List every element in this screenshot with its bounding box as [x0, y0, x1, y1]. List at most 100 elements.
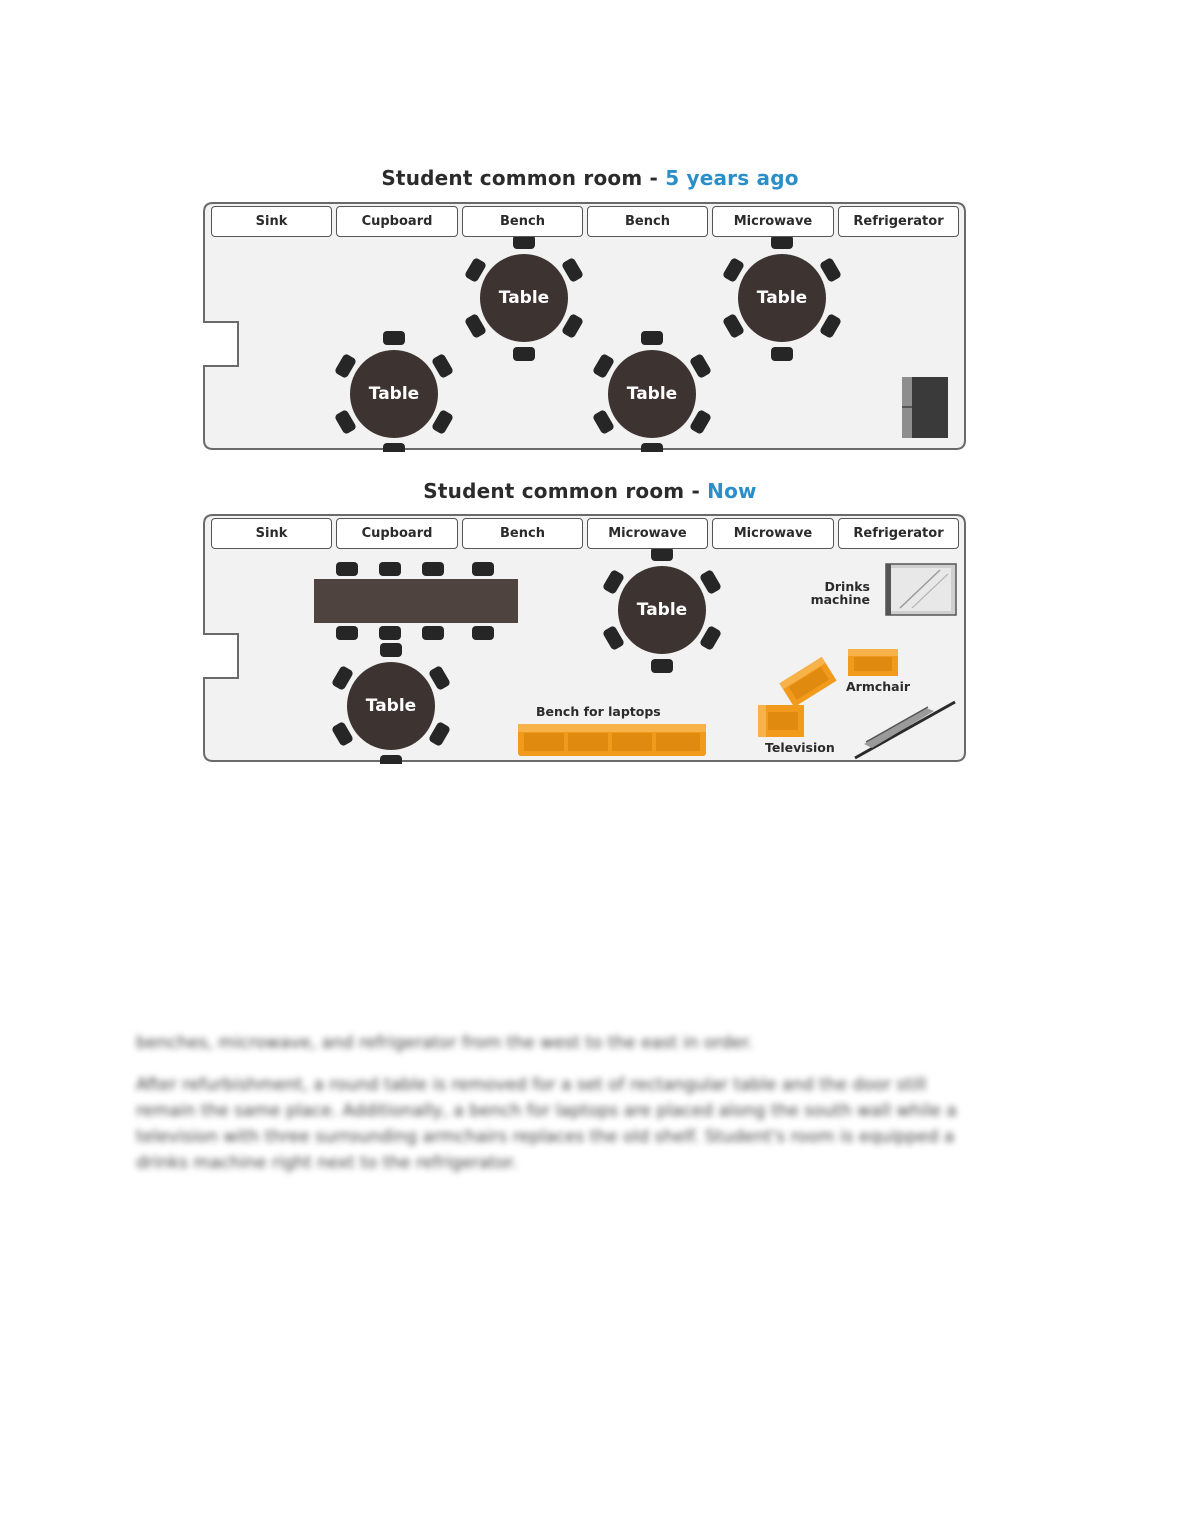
wall-fixture-refrigerator: Refrigerator — [838, 518, 959, 549]
chair-icon — [641, 443, 663, 452]
round-table — [738, 254, 826, 342]
room-floor — [203, 202, 966, 450]
essay-line: television with three surrounding armcha… — [136, 1127, 955, 1147]
furniture-after — [332, 547, 721, 764]
chair-icon — [641, 331, 663, 345]
chair-icon — [380, 643, 402, 657]
chair-icon — [379, 626, 401, 640]
table-label: Table — [756, 288, 808, 308]
table-label: Table — [636, 600, 688, 620]
chair-icon — [723, 258, 744, 282]
chair-icon — [700, 626, 721, 650]
rectangular-table — [314, 579, 518, 623]
round-table — [350, 350, 438, 438]
blurred-essay-line: benches, microwave, and refrigerator fro… — [136, 1033, 754, 1053]
chair-icon — [422, 562, 444, 576]
round-table — [480, 254, 568, 342]
chair-icon — [771, 235, 793, 249]
chair-icon — [513, 235, 535, 249]
drinks-machine-label: Drinks machine — [810, 579, 870, 607]
chair-icon — [651, 547, 673, 561]
chair-icon — [465, 314, 486, 338]
wall-fixture-bench-2: Bench — [587, 206, 708, 237]
armchair-icon — [779, 656, 837, 708]
table-label: Table — [498, 288, 550, 308]
bench-for-laptops-label: Bench for laptops — [536, 704, 661, 719]
chair-icon — [332, 666, 353, 690]
essay-line: drinks machine right next to the refrige… — [136, 1153, 518, 1173]
floor-plan-after-drawing — [200, 514, 966, 764]
round-table — [608, 350, 696, 438]
chair-icon — [820, 258, 841, 282]
chair-icon — [472, 562, 494, 576]
wall-fixture-bench: Bench — [462, 206, 583, 237]
wall-fixture-sink: Sink — [211, 518, 332, 549]
chair-icon — [332, 722, 353, 746]
drinks-machine-icon — [885, 563, 957, 616]
chair-icon — [723, 314, 744, 338]
floor-plan-before-drawing — [200, 202, 966, 452]
chair-icon — [472, 626, 494, 640]
chair-icon — [422, 626, 444, 640]
plan-title-after: Student common room - Now — [0, 479, 1180, 503]
wall-fixture-microwave-2: Microwave — [712, 518, 834, 549]
chair-icon — [513, 347, 535, 361]
chair-icon — [690, 410, 711, 434]
chair-icon — [593, 410, 614, 434]
wall-fixture-microwave: Microwave — [587, 518, 708, 549]
chair-icon — [383, 331, 405, 345]
wall-fixture-bench: Bench — [462, 518, 583, 549]
chair-icon — [429, 666, 450, 690]
chair-icon — [603, 570, 624, 594]
wall-fixture-cupboard: Cupboard — [336, 206, 458, 237]
chair-icon — [562, 258, 583, 282]
plan-title-main: Student common room - — [381, 166, 666, 190]
chair-icon — [820, 314, 841, 338]
chair-icon — [771, 347, 793, 361]
chair-icon — [335, 410, 356, 434]
floor-plan-before: Sink Cupboard Bench Bench Microwave Refr… — [200, 200, 968, 452]
table-label: Table — [365, 696, 417, 716]
armchair-icon — [848, 649, 898, 676]
television-label: Television — [765, 740, 835, 755]
chair-icon — [429, 722, 450, 746]
armchair-icon — [758, 705, 804, 737]
plan-title-main: Student common room - — [423, 479, 708, 503]
door-gap — [200, 324, 237, 364]
round-table — [618, 566, 706, 654]
blurred-essay-paragraph: After refurbishment, a round table is re… — [136, 1072, 1041, 1176]
wall-fixture-cupboard: Cupboard — [336, 518, 458, 549]
chair-icon — [335, 354, 356, 378]
plan-title-accent: Now — [707, 479, 757, 503]
chair-icon — [651, 659, 673, 673]
wall-fixture-sink: Sink — [211, 206, 332, 237]
chair-icon — [432, 354, 453, 378]
chair-icon — [465, 258, 486, 282]
rect-table-chairs — [336, 562, 494, 640]
chair-icon — [562, 314, 583, 338]
wall-fixture-microwave: Microwave — [712, 206, 834, 237]
chair-icon — [380, 755, 402, 764]
chair-icon — [593, 354, 614, 378]
chair-icon — [336, 626, 358, 640]
television-icon — [854, 700, 956, 760]
chair-icon — [700, 570, 721, 594]
chair-icon — [432, 410, 453, 434]
laptop-bench-icon — [518, 724, 706, 756]
furniture-before — [335, 235, 841, 452]
table-label: Table — [626, 384, 678, 404]
floor-plan-after: Sink Cupboard Bench Microwave Microwave … — [200, 512, 968, 764]
fridge-icon — [902, 377, 948, 438]
wall-fixture-refrigerator: Refrigerator — [838, 206, 959, 237]
chair-icon — [603, 626, 624, 650]
plan-title-accent: 5 years ago — [665, 166, 799, 190]
plan-title-before: Student common room - 5 years ago — [0, 166, 1180, 190]
round-table — [347, 662, 435, 750]
essay-line: remain the same place. Additionally, a b… — [136, 1101, 957, 1121]
door-gap — [200, 636, 237, 676]
chair-icon — [383, 443, 405, 452]
armchair-label: Armchair — [846, 679, 911, 694]
chair-icon — [379, 562, 401, 576]
chair-icon — [690, 354, 711, 378]
chair-icon — [336, 562, 358, 576]
